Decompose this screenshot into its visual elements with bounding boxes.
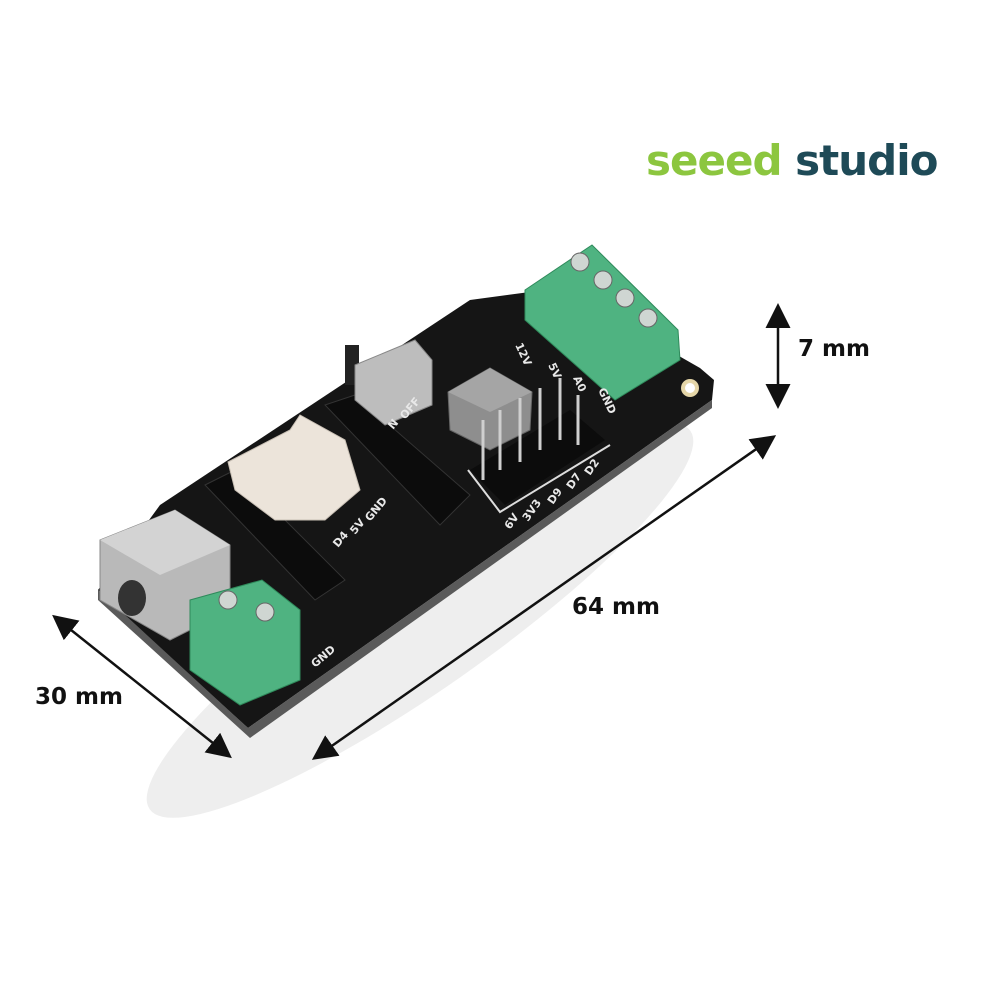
label-a0: A0 <box>570 374 589 394</box>
logo-word-seeed: seeed <box>646 136 783 185</box>
height-dimension-label: 7 mm <box>798 336 870 362</box>
slide-switch <box>354 339 433 426</box>
width-dimension-arrow <box>52 614 232 759</box>
label-5v: 5V <box>545 361 564 382</box>
seeed-studio-logo: seeed studio <box>646 136 938 185</box>
length-dimension-label: 64 mm <box>572 594 660 620</box>
terminal-block-4pin <box>524 244 681 401</box>
terminal-screws <box>570 252 658 328</box>
logo-word-studio: studio <box>795 136 938 185</box>
length-dimension-arrow <box>311 435 777 760</box>
width-dimension-label: 30 mm <box>35 684 123 710</box>
